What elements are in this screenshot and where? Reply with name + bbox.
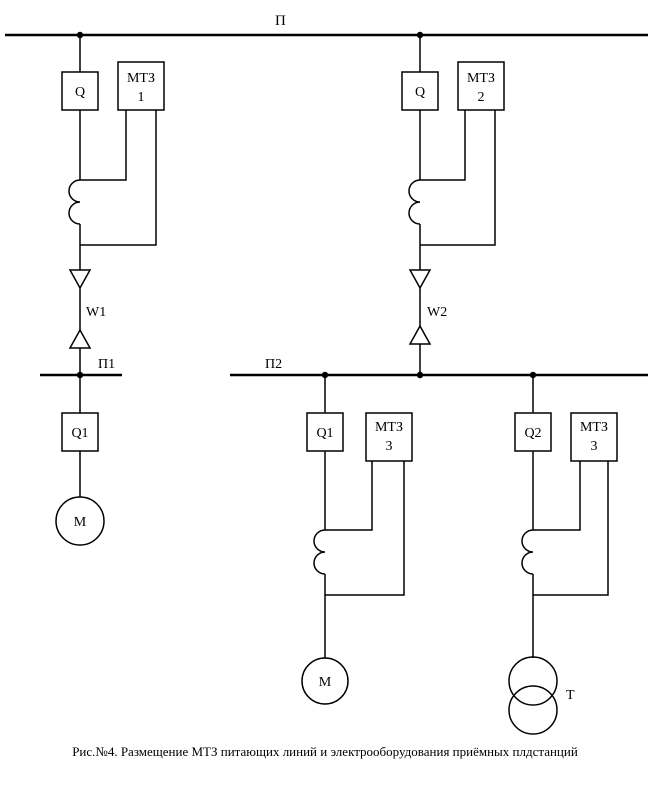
breaker-label: Q	[75, 85, 85, 100]
figure-caption: Рис.№4. Размещение МТЗ питающих линий и …	[72, 744, 578, 759]
line-label: W1	[86, 305, 106, 320]
line-label: W2	[427, 305, 447, 320]
p1-branch	[55, 375, 105, 546]
current-transformer-coil	[313, 529, 326, 575]
relay-label: МТЗ	[580, 420, 608, 435]
feeder-left	[61, 35, 165, 375]
motor-circle	[301, 657, 349, 705]
current-transformer-coil	[408, 179, 421, 225]
main-bus-label: П	[275, 13, 286, 29]
p2-motor-branch	[301, 375, 413, 705]
cable-end-up	[408, 324, 432, 345]
transformer-winding-upper	[508, 656, 558, 706]
bus-node	[416, 371, 424, 379]
transformer-label: Т	[566, 688, 575, 703]
cable-end-up	[68, 328, 92, 349]
relay-box	[570, 412, 618, 462]
breaker-label: Q1	[71, 426, 88, 441]
breaker-label: Q1	[316, 426, 333, 441]
motor-label: М	[74, 515, 87, 530]
relay-label: МТЗ	[127, 71, 155, 86]
breaker-label: Q	[415, 85, 425, 100]
motor-label: М	[319, 675, 332, 690]
relay-label: МТЗ	[467, 71, 495, 86]
relay-box	[117, 61, 165, 111]
relay-label: МТЗ	[375, 420, 403, 435]
relay-box	[365, 412, 413, 462]
motor-circle	[55, 496, 105, 546]
current-transformer-coil	[521, 529, 534, 575]
relay-number: 1	[138, 90, 145, 105]
feeder-right	[401, 35, 505, 375]
relay-box	[457, 61, 505, 111]
relay-number: 3	[591, 439, 598, 454]
cable-end-down	[408, 269, 432, 290]
bus-p2-label: П2	[265, 357, 282, 372]
breaker-label: Q2	[524, 426, 541, 441]
relay-number: 3	[386, 439, 393, 454]
relay-number: 2	[478, 90, 485, 105]
cable-end-down	[68, 269, 92, 290]
transformer-winding-lower	[508, 685, 558, 735]
current-transformer-coil	[68, 179, 81, 225]
p2-transformer-branch	[508, 375, 618, 735]
bus-p1-label: П1	[98, 357, 115, 372]
